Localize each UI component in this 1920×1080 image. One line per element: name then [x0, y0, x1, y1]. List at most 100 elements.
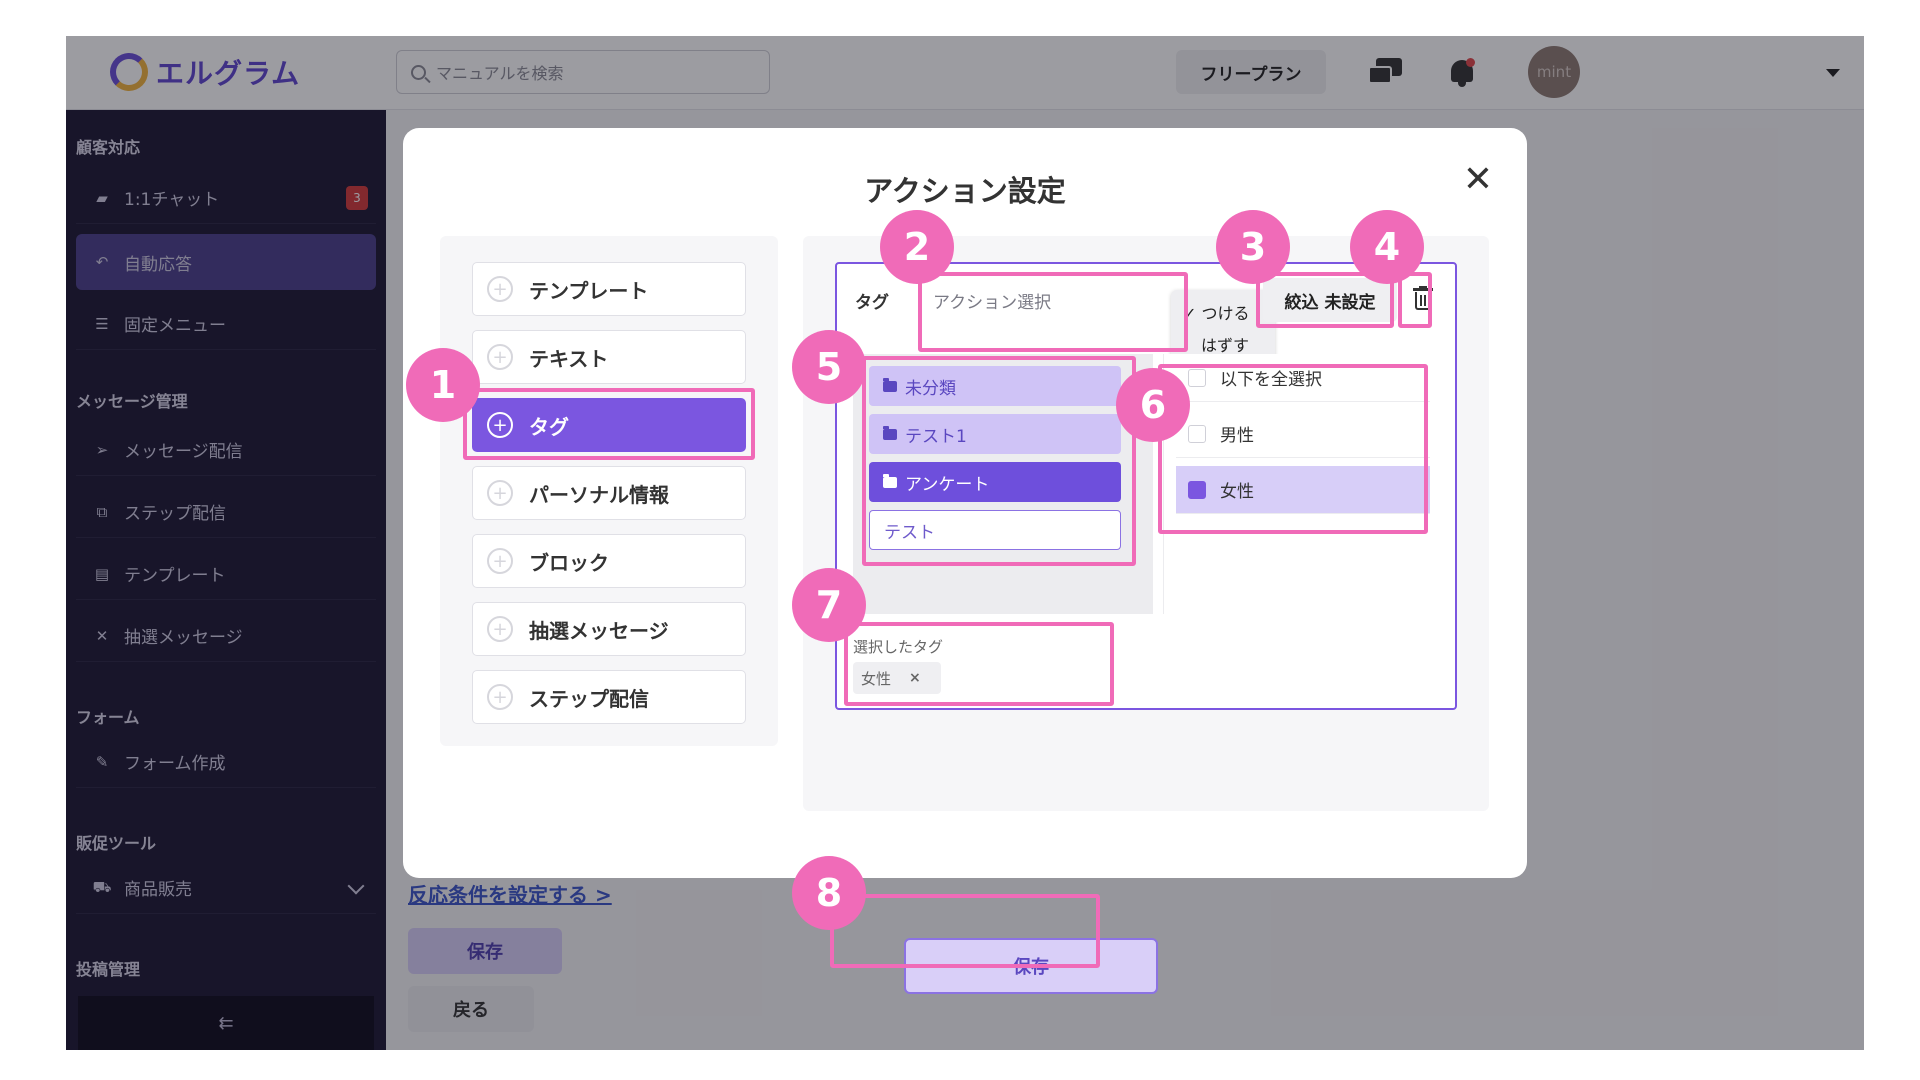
plan-button[interactable]: フリープラン [1176, 50, 1326, 94]
action-select[interactable]: アクション選択 ✓ つける はずす [933, 280, 1275, 364]
sidebar-section-title: 販促ツール [76, 834, 157, 853]
plus-icon: + [487, 344, 513, 370]
annotation-number: 8 [792, 856, 866, 930]
tag-label: 以下を全選択 [1220, 370, 1322, 390]
search-placeholder: マニュアルを検索 [436, 64, 564, 83]
folder-item[interactable]: アンケート [869, 462, 1121, 502]
dropdown-option-remove[interactable]: はずす [1201, 336, 1250, 355]
action-label: パーソナル情報 [529, 482, 669, 507]
close-icon[interactable]: ✕ [1462, 159, 1494, 200]
folder-icon [883, 425, 897, 440]
sidebar-section-title: 顧客対応 [76, 138, 141, 157]
cart-icon: ⛟ [92, 877, 112, 896]
modal-title: アクション設定 [864, 174, 1066, 208]
tag-label: 女性 [1220, 482, 1254, 502]
avatar[interactable]: mint [1528, 46, 1580, 98]
folder-item[interactable]: テスト [869, 510, 1121, 550]
tag-action-card: タグ アクション選択 ✓ つける はずす 絞込 未設定 未分類 テスト1 アンケ… [835, 262, 1457, 710]
sidebar-item-step-delivery[interactable]: ⧉ ステップ配信 [76, 486, 376, 538]
tag-row[interactable]: 女性 [1176, 466, 1430, 514]
chat-icon[interactable] [1368, 58, 1402, 86]
modal-save-button[interactable]: 保存 [904, 938, 1158, 994]
sidebar-item-label: フォーム作成 [124, 754, 226, 774]
logo[interactable]: エルグラム [110, 52, 300, 92]
sidebar-item-label: テンプレート [124, 566, 226, 586]
sidebar-item-lottery[interactable]: ✕ 抽選メッセージ [76, 610, 376, 662]
sidebar-section-title: フォーム [76, 708, 140, 727]
annotation-number: 1 [406, 348, 480, 422]
filter-button[interactable]: 絞込 未設定 [1263, 278, 1397, 322]
bell-icon[interactable] [1448, 56, 1476, 88]
action-label: タグ [529, 414, 569, 439]
action-block-button[interactable]: +ブロック [472, 534, 746, 588]
tag-row[interactable]: 男性 [1176, 410, 1430, 458]
action-settings-modal: アクション設定 ✕ +テンプレート +テキスト +タグ +パーソナル情報 +ブロ… [403, 128, 1527, 878]
logo-text: エルグラム [156, 57, 301, 90]
template-icon: ▤ [94, 564, 110, 583]
sidebar-section-title: 投稿管理 [76, 960, 141, 979]
unread-badge: 3 [346, 186, 368, 210]
remove-icon[interactable]: × [909, 670, 921, 686]
annotation-number: 2 [880, 210, 954, 284]
checkbox[interactable] [1188, 424, 1206, 443]
tag-checkbox-list: 以下を全選択 男性 女性 [1163, 354, 1453, 614]
action-lottery-button[interactable]: +抽選メッセージ [472, 602, 746, 656]
select-all-row[interactable]: 以下を全選択 [1176, 354, 1430, 402]
checkbox[interactable] [1188, 368, 1206, 387]
sidebar-item-label: 自動応答 [124, 254, 192, 275]
condition-link[interactable]: 反応条件を設定する > [408, 883, 612, 907]
top-bar: エルグラム マニュアルを検索 フリープラン mint [66, 36, 1864, 110]
search-input[interactable]: マニュアルを検索 [396, 50, 770, 94]
checkbox[interactable] [1188, 480, 1206, 499]
folder-item[interactable]: テスト1 [869, 414, 1121, 454]
action-step-delivery-button[interactable]: + ステップ配信 [472, 670, 746, 724]
dropdown-option-add[interactable]: ✓ つける [1183, 304, 1250, 323]
selected-tags: 選択したタグ 女性 × [853, 636, 1113, 696]
tag-folder-list: 未分類 テスト1 アンケート テスト [853, 354, 1153, 614]
sidebar-collapse-button[interactable]: ⇇ [78, 996, 374, 1050]
sidebar-item-form-create[interactable]: ✎ フォーム作成 [76, 736, 376, 788]
annotation-number: 6 [1116, 368, 1190, 442]
page-back-button[interactable]: 戻る [408, 986, 534, 1032]
menu-icon: ☰ [95, 314, 109, 333]
annotation-number: 7 [792, 568, 866, 642]
sidebar-item-template[interactable]: ▤ テンプレート [76, 548, 376, 600]
action-type-panel: +テンプレート +テキスト +タグ +パーソナル情報 +ブロック +抽選メッセー… [440, 236, 778, 746]
chat-icon: ▰ [96, 188, 108, 207]
app-window: エルグラム マニュアルを検索 フリープラン mint 顧客対応 ▰ 1:1チャッ… [66, 36, 1864, 1050]
shuffle-icon: ✕ [95, 626, 109, 645]
action-label: ステップ配信 [529, 686, 649, 711]
sidebar-item-label: ステップ配信 [124, 504, 226, 524]
sidebar-item-label: 抽選メッセージ [124, 628, 243, 648]
sidebar-item-fixed-menu[interactable]: ☰ 固定メニュー [76, 298, 376, 350]
sidebar-item-product-sales[interactable]: ⛟ 商品販売 [76, 862, 376, 914]
plus-icon: + [487, 480, 513, 506]
trash-icon[interactable] [1413, 286, 1433, 310]
sidebar-item-label: 商品販売 [124, 880, 192, 900]
action-select-placeholder: アクション選択 [933, 292, 1052, 313]
action-personal-info-button[interactable]: + パーソナル情報 [472, 466, 746, 520]
sidebar-item-label: 1:1チャット [124, 190, 220, 210]
selected-tags-label: 選択したタグ [853, 638, 944, 656]
action-dropdown: ✓ つける はずす [1171, 290, 1275, 364]
sidebar: 顧客対応 ▰ 1:1チャット 3 ↶ 自動応答 ☰ 固定メニュー メッセージ管理… [66, 110, 386, 1050]
chevron-down-icon[interactable] [1826, 69, 1840, 77]
plus-icon: + [487, 684, 513, 710]
folder-item[interactable]: 未分類 [869, 366, 1121, 406]
logo-icon [110, 53, 148, 91]
sidebar-item-chat[interactable]: ▰ 1:1チャット 3 [76, 172, 376, 224]
action-text-button[interactable]: + テキスト [472, 330, 746, 384]
action-tag-button[interactable]: +タグ [472, 398, 746, 452]
folder-open-icon [883, 473, 897, 488]
sidebar-item-label: メッセージ配信 [124, 442, 243, 462]
action-template-button[interactable]: +テンプレート [472, 262, 746, 316]
sidebar-item-auto-reply[interactable]: ↶ 自動応答 [76, 234, 376, 290]
form-icon: ✎ [95, 752, 109, 771]
search-icon [411, 64, 426, 80]
plus-icon: + [487, 276, 513, 302]
action-label: テキスト [529, 346, 609, 371]
annotation-number: 4 [1350, 210, 1424, 284]
page-save-button[interactable]: 保存 [408, 928, 562, 974]
sidebar-item-message-delivery[interactable]: ➢ メッセージ配信 [76, 424, 376, 476]
